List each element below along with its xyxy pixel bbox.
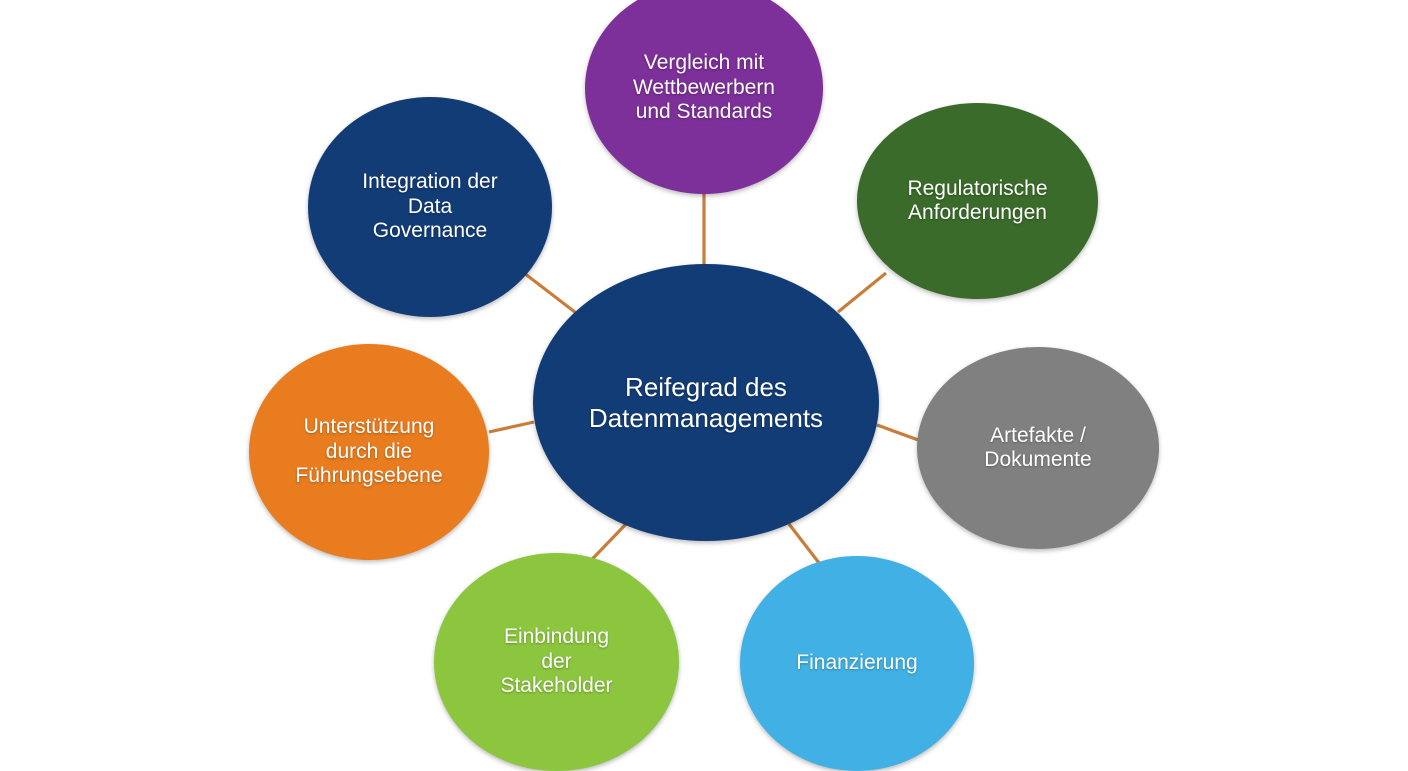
connector-center-to-leadership xyxy=(488,420,535,434)
node-data-governance-integration[interactable]: Integration der Data Governance xyxy=(308,97,552,317)
node-label-regulatory: Regulatorische Anforderungen xyxy=(907,176,1048,224)
node-label-stakeholder: Einbindung der Stakeholder xyxy=(500,625,613,698)
node-funding[interactable]: Finanzierung xyxy=(740,556,974,771)
node-label-governance: Integration der Data Governance xyxy=(362,170,498,243)
node-regulatory-requirements[interactable]: Regulatorische Anforderungen xyxy=(857,103,1098,299)
node-artifacts-documents[interactable]: Artefakte / Dokumente xyxy=(917,347,1159,549)
center-node-label: Reifegrad des Datenmanagements xyxy=(588,372,824,433)
node-stakeholder-involvement[interactable]: Einbindung der Stakeholder xyxy=(434,553,679,771)
center-node-maturity[interactable]: Reifegrad des Datenmanagements xyxy=(533,264,879,541)
connector-center-to-artifacts xyxy=(876,423,922,443)
node-label-artifacts: Artefakte / Dokumente xyxy=(984,423,1092,471)
node-label-comparison: Vergleich mit Wettbewerbern und Standard… xyxy=(632,51,775,124)
node-comparison-competitors-standards[interactable]: Vergleich mit Wettbewerbern und Standard… xyxy=(585,0,823,194)
node-leadership-support[interactable]: Unterstützung durch die Führungsebene xyxy=(249,344,489,560)
node-label-leadership: Unterstützung durch die Führungsebene xyxy=(295,415,443,488)
connector-center-to-regulatory xyxy=(836,271,888,314)
connector-center-to-governance xyxy=(523,271,581,318)
node-label-funding: Finanzierung xyxy=(796,651,918,675)
